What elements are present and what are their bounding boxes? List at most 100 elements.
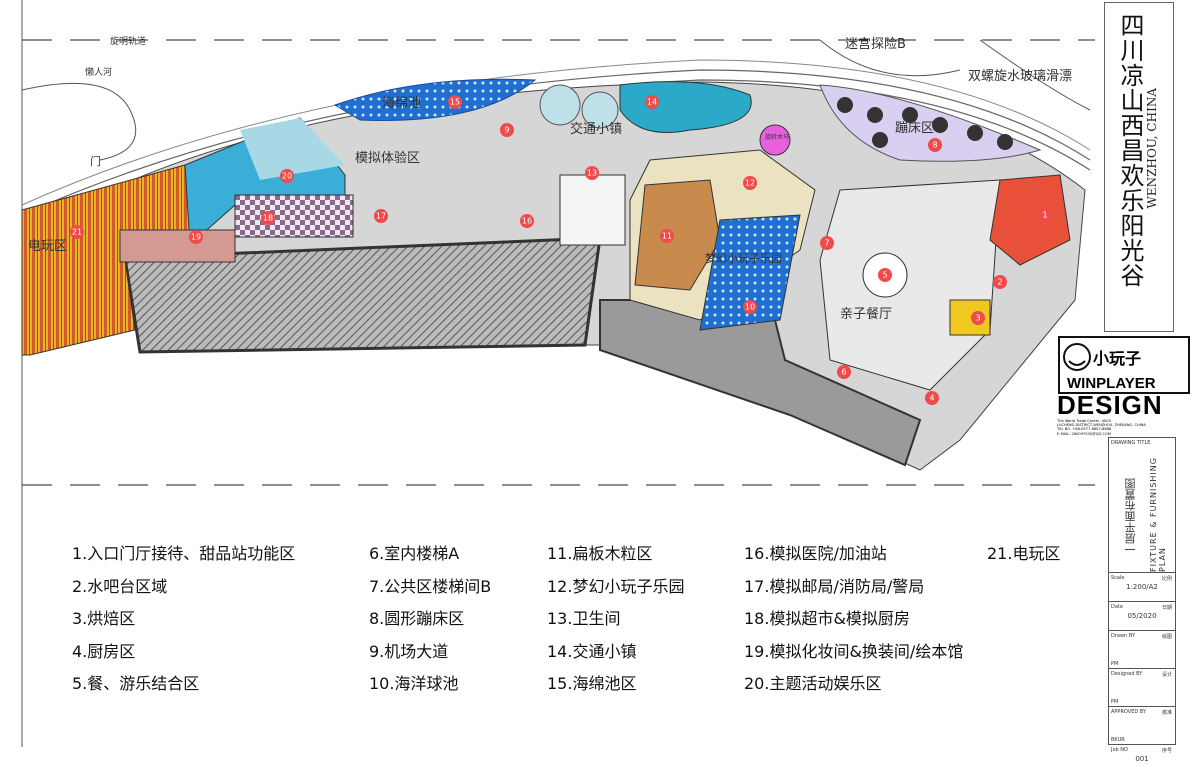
- entry-zone: [989, 174, 1071, 266]
- svg-text:12: 12: [745, 179, 755, 188]
- zone-marker-11: 11: [660, 229, 674, 243]
- wood-zone: [634, 179, 721, 291]
- legend-item: 3.烘焙区: [72, 609, 136, 628]
- scale-value: 1:200/A2: [1126, 583, 1158, 591]
- label-arcade: 电玩区: [28, 239, 67, 254]
- legend-item: 10.海洋球池: [369, 674, 459, 693]
- svg-text:19: 19: [191, 233, 201, 242]
- zone-marker-12: 12: [743, 176, 757, 190]
- legend-column: 11.扁板木粒区 12.梦幻小玩子乐园 13.卫生间 14.交通小镇 15.海绵池区: [547, 540, 684, 703]
- zone-marker-17: 17: [374, 209, 388, 223]
- svg-text:15: 15: [450, 98, 460, 107]
- svg-text:5: 5: [882, 271, 887, 280]
- ball-pool: [699, 214, 801, 331]
- legend-item: 7.公共区楼梯间B: [369, 576, 492, 596]
- zone-marker-15: 15: [448, 95, 462, 109]
- legend-item: 2.水吧台区域: [72, 576, 168, 596]
- legend-item: 18.模拟超市&模拟厨房: [744, 609, 910, 628]
- label-maze: 迷宫探险B: [845, 37, 906, 52]
- legend-item: 16.模拟医院/加油站: [744, 544, 887, 563]
- label-gate: 门: [90, 154, 101, 168]
- zone-marker-21: 21: [70, 225, 84, 239]
- label-slide: 双螺旋水玻璃滑漂: [968, 68, 1072, 84]
- label-lazy-river: 懒人河: [85, 66, 112, 78]
- carousel: [759, 124, 791, 156]
- legend-item: 4.厨房区: [72, 641, 136, 661]
- legend-item: 1.入口门厅接待、甜品站功能区: [72, 544, 296, 563]
- zone-marker-6: 6: [837, 365, 851, 379]
- sponge-pool: [333, 78, 537, 121]
- zone-marker-16: 16: [520, 214, 534, 228]
- svg-text:13: 13: [587, 169, 597, 178]
- date-value: 05/2020: [1127, 612, 1157, 620]
- legend-item: 19.模拟化妆间&换装间/绘本馆: [744, 641, 964, 661]
- zone-marker-7: 7: [820, 236, 834, 250]
- svg-text:6: 6: [841, 368, 846, 377]
- job-number: 001: [1135, 755, 1149, 763]
- svg-text:8: 8: [932, 141, 937, 150]
- zone-marker-18: 18: [261, 211, 275, 225]
- svg-text:11: 11: [662, 232, 672, 241]
- svg-text:7: 7: [824, 239, 829, 248]
- legend-item: 11.扁板木粒区: [547, 544, 653, 563]
- traffic-town: [619, 81, 752, 133]
- label-traffic-town: 交通小镇: [570, 121, 622, 137]
- legend-item: 13.卫生间: [547, 609, 621, 628]
- project-location: WENZHOU, CHINA: [1145, 88, 1159, 209]
- winplayer-logo: 小玩子 WINPLAYER DESIGN The World Trade Cen…: [1055, 335, 1195, 440]
- zone-marker-20: 20: [280, 169, 294, 183]
- sheet-info-block: DRAWING TITLE 一层平面布置图 FIXTURE & FURNISHI…: [1108, 437, 1176, 763]
- legend-item: 5.餐、游乐结合区: [72, 674, 200, 693]
- legend-item: 9.机场大道: [369, 641, 449, 661]
- svg-text:18: 18: [263, 214, 273, 223]
- svg-text:3: 3: [975, 314, 980, 323]
- label-dream-park: 梦幻小玩子乐园: [705, 252, 782, 265]
- zone-marker-9: 9: [500, 123, 514, 137]
- zone-marker-2: 2: [993, 275, 1007, 289]
- zone-marker-1: 1: [1038, 208, 1052, 222]
- svg-text:2: 2: [997, 278, 1002, 287]
- legend-column: 16.模拟医院/加油站 17.模拟邮局/消防局/警局 18.模拟超市&模拟厨房 19.…: [744, 540, 963, 703]
- label-rainbow-track: 旋明轨道: [110, 35, 146, 47]
- zone-marker-3: 3: [971, 311, 985, 325]
- monkey-logo-icon: [1058, 336, 1190, 394]
- project-title-block: 四川凉山西昌欢乐阳光谷 WENZHOU, CHINA: [1104, 2, 1174, 332]
- legend-item: 12.梦幻小玩子乐园: [547, 576, 685, 596]
- drawing-title-en: FIXTURE & FURNISHING PLAN: [1149, 457, 1167, 572]
- legend-item: 20.主题活动娱乐区: [744, 674, 882, 693]
- label-trampoline: 蹦床区: [895, 121, 934, 136]
- svg-text:4: 4: [929, 394, 934, 403]
- svg-text:20: 20: [282, 172, 292, 181]
- label-family-restaurant: 亲子餐厅: [840, 306, 892, 322]
- legend-item: 17.模拟邮局/消防局/警局: [744, 576, 925, 596]
- legend-item: 8.圆形蹦床区: [369, 609, 465, 628]
- svg-text:21: 21: [72, 228, 82, 237]
- zone-marker-13: 13: [585, 166, 599, 180]
- svg-text:10: 10: [745, 303, 755, 312]
- legend-column: 21.电玩区: [987, 540, 1060, 573]
- legend-item: 15.海绵池区: [547, 674, 637, 693]
- svg-text:17: 17: [376, 212, 386, 221]
- svg-text:16: 16: [522, 217, 532, 226]
- legend-item: 6.室内楼梯A: [369, 544, 460, 563]
- zone-marker-14: 14: [645, 95, 659, 109]
- legend-item: 14.交通小镇: [547, 641, 637, 661]
- zone-marker-10: 10: [743, 300, 757, 314]
- project-title: 四川凉山西昌欢乐阳光谷: [1116, 13, 1144, 288]
- legend-column: 6.室内楼梯A 7.公共区楼梯间B 8.圆形蹦床区 9.机场大道 10.海洋球池: [369, 540, 491, 703]
- svg-text:9: 9: [504, 126, 509, 135]
- legend: 1.入口门厅接待、甜品站功能区 2.水吧台区域 3.烘焙区 4.厨房区 5.餐、游乐结合…: [72, 540, 1092, 700]
- label-sponge-pool: 海绵池: [382, 96, 421, 111]
- hatched-area: [123, 236, 602, 354]
- legend-item: 21.电玩区: [987, 544, 1061, 563]
- svg-text:1: 1: [1042, 211, 1047, 220]
- zone-marker-4: 4: [925, 391, 939, 405]
- label-sim-zone: 模拟体验区: [355, 150, 420, 166]
- svg-text:14: 14: [647, 98, 657, 107]
- label-carousel: 旋转木马: [765, 133, 789, 141]
- zone-marker-8: 8: [928, 138, 942, 152]
- zone-marker-19: 19: [189, 230, 203, 244]
- legend-column: 1.入口门厅接待、甜品站功能区 2.水吧台区域 3.烘焙区 4.厨房区 5.餐、游乐结合…: [72, 540, 295, 703]
